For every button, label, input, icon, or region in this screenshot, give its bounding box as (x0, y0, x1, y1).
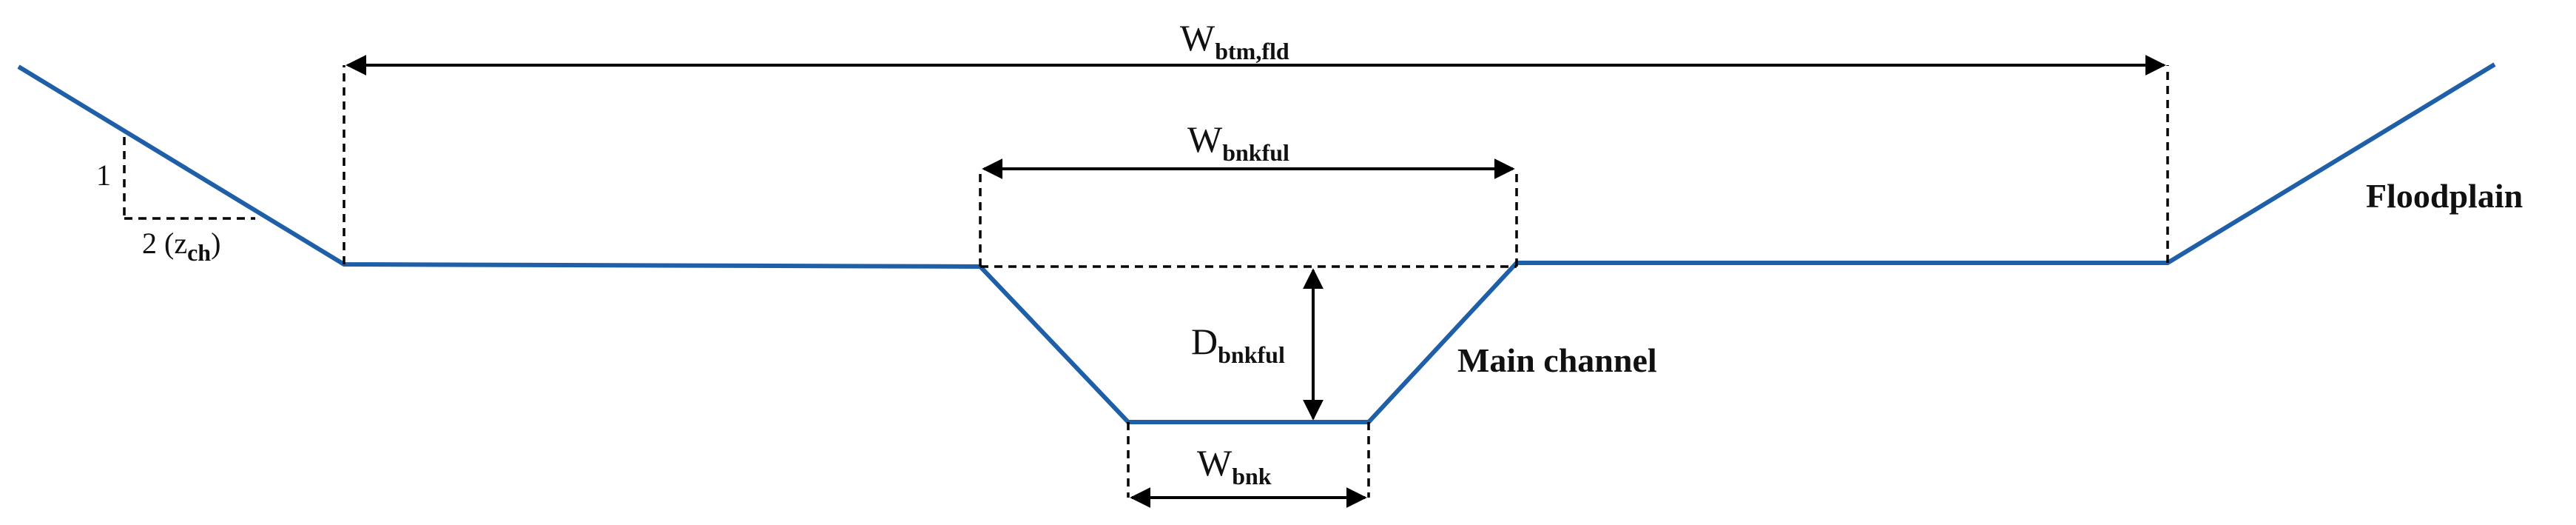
main-channel-label: Main channel (1457, 341, 1657, 379)
bankfull-depth-label: Dbnkful (1191, 321, 1285, 368)
slope-run-sub: ch (187, 239, 211, 266)
bankfull-width-main: W (1187, 118, 1223, 160)
floodplain-bottom-width-sub: btm,fld (1215, 38, 1289, 64)
bankfull-depth-main: D (1191, 321, 1218, 362)
slope-run-label: 2 (zch) (142, 227, 220, 266)
bottom-width-sub: bnk (1232, 463, 1272, 489)
bottom-width-main: W (1197, 442, 1233, 484)
floodplain-label: Floodplain (2366, 177, 2523, 215)
bankfull-width-sub: bnkful (1222, 139, 1289, 166)
floodplain-bottom-width-main: W (1180, 17, 1215, 58)
slope-run-close: ) (211, 227, 220, 260)
channel-profile-line (17, 62, 2496, 424)
bankfull-depth-sub: bnkful (1218, 341, 1285, 368)
bottom-width-label: Wbnk (1197, 442, 1272, 489)
floodplain-bottom-width-label: Wbtm,fld (1180, 17, 1289, 64)
slope-run-main: 2 (z (142, 227, 187, 260)
slope-rise-label: 1 (96, 158, 111, 192)
bankfull-width-label: Wbnkful (1187, 118, 1289, 166)
